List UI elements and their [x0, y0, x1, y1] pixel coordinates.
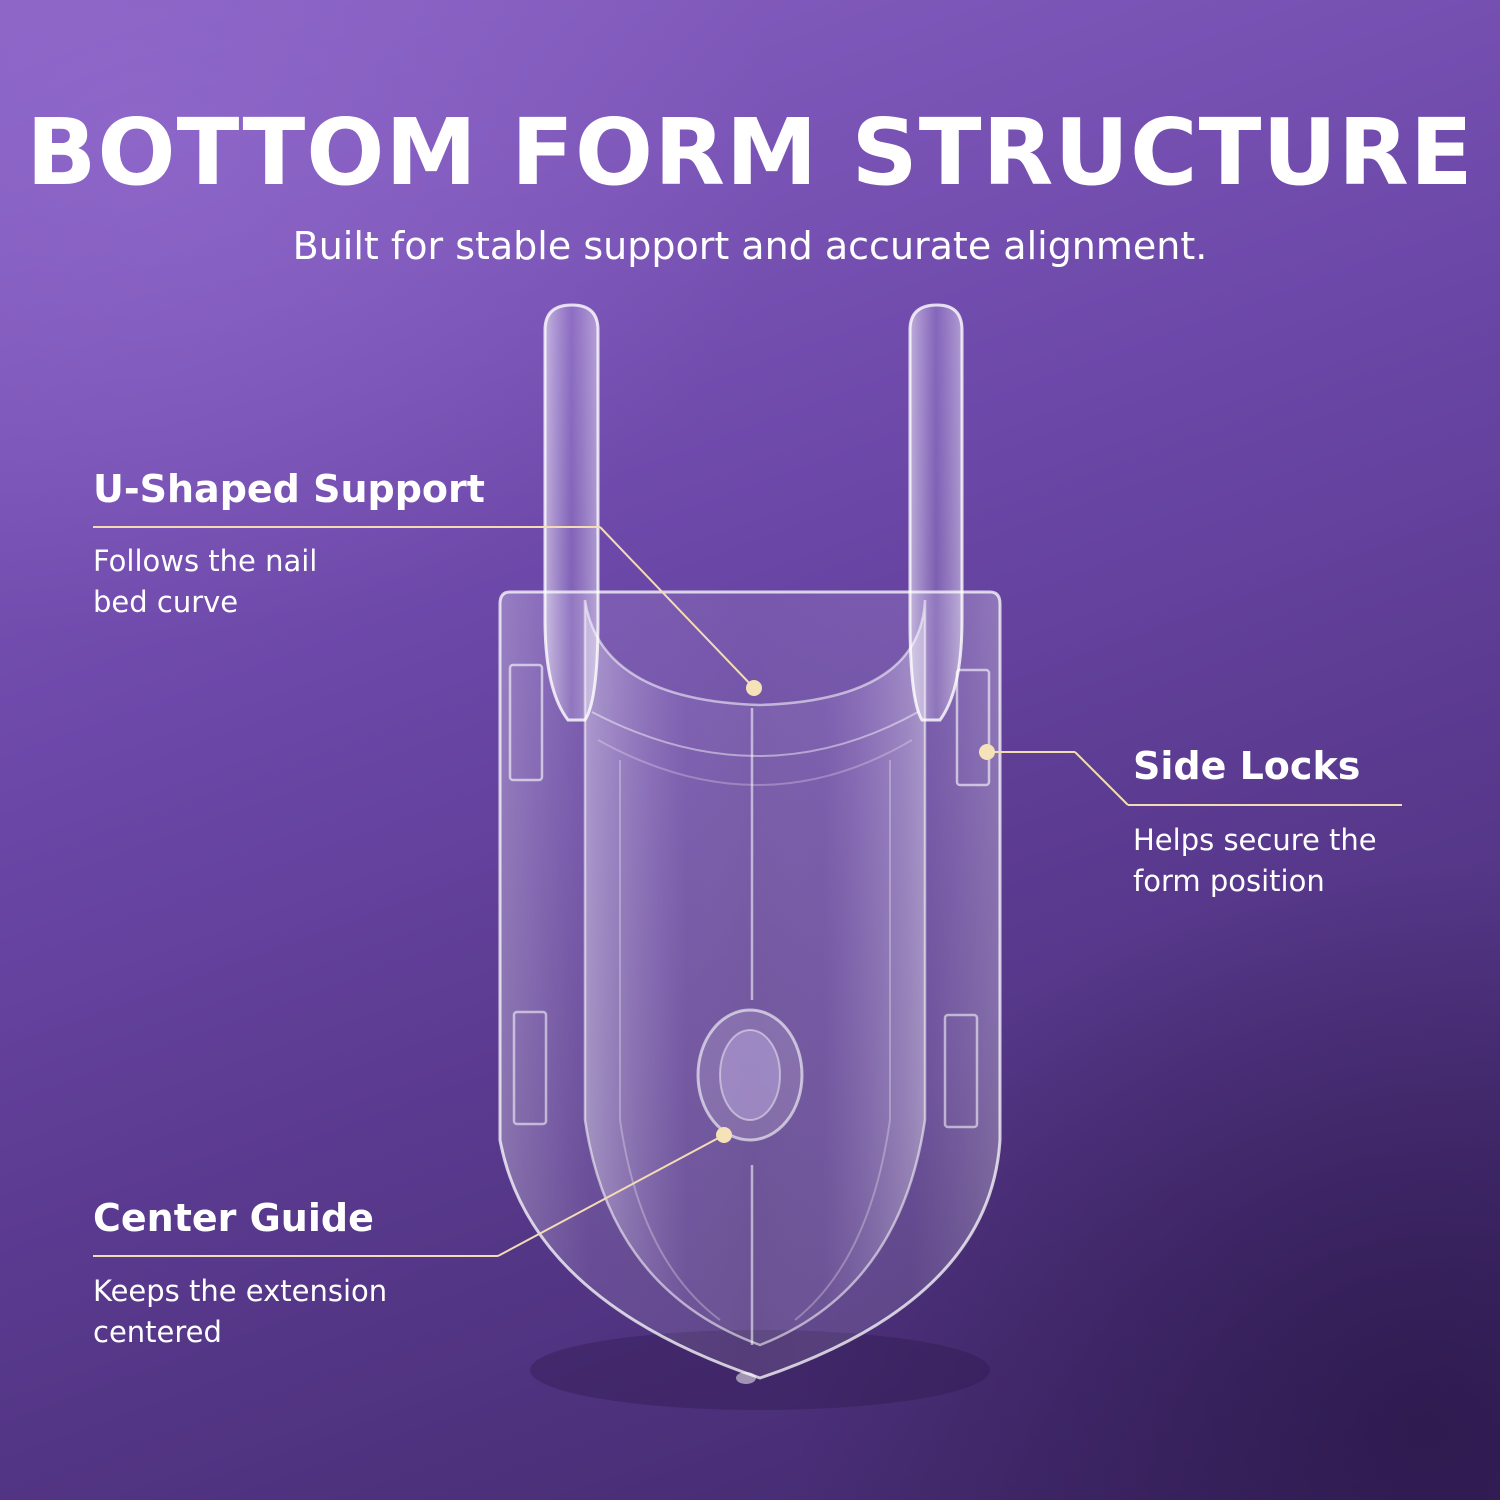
rim-curve-lower	[597, 739, 913, 786]
center-guide-desc: Keeps the extension centered	[93, 1271, 387, 1353]
center-guide-dot	[716, 1127, 732, 1143]
page-title: BOTTOM FORM STRUCTURE	[26, 99, 1474, 206]
side-lock-slot-left-top	[508, 663, 544, 782]
u-shaped-support-desc-line2: bed curve	[93, 585, 239, 619]
center-guide-leader	[497, 1134, 725, 1257]
side-locks-title: Side Locks	[1133, 744, 1361, 788]
u-shaped-support-desc-line1: Follows the nail	[93, 544, 318, 578]
u-shaped-support-title: U-Shaped Support	[93, 467, 485, 511]
u-shaped-support-desc: Follows the nail bed curve	[93, 541, 317, 623]
form-tip-nub	[736, 1372, 756, 1384]
side-lock-slot-left-bottom	[512, 1010, 548, 1126]
form-u-channel	[583, 599, 927, 1347]
side-locks-desc-line2: form position	[1133, 864, 1325, 898]
u-shaped-dot	[746, 680, 762, 696]
side-lock-slot-right-top	[955, 668, 991, 787]
inner-edge-right	[794, 760, 891, 1321]
side-locks-desc-line1: Helps secure the	[1133, 823, 1377, 857]
page-subtitle: Built for stable support and accurate al…	[292, 224, 1208, 268]
center-guide-desc-line1: Keeps the extension	[93, 1274, 388, 1308]
u-shaped-leader	[599, 526, 755, 689]
center-guide-title: Center Guide	[93, 1196, 374, 1240]
prong-left	[543, 303, 600, 722]
center-guide-hole-inner	[719, 1029, 781, 1121]
center-guide-hole-outer	[696, 1008, 804, 1142]
inner-edge-left	[619, 760, 721, 1321]
side-locks-dot	[979, 744, 995, 760]
side-lock-slot-right-bottom	[943, 1013, 979, 1129]
side-locks-leader-b	[1074, 751, 1129, 806]
side-locks-desc: Helps secure the form position	[1133, 820, 1377, 902]
center-guide-desc-line2: centered	[93, 1315, 222, 1349]
rim-curve-upper	[591, 711, 919, 757]
prong-right	[908, 303, 964, 722]
